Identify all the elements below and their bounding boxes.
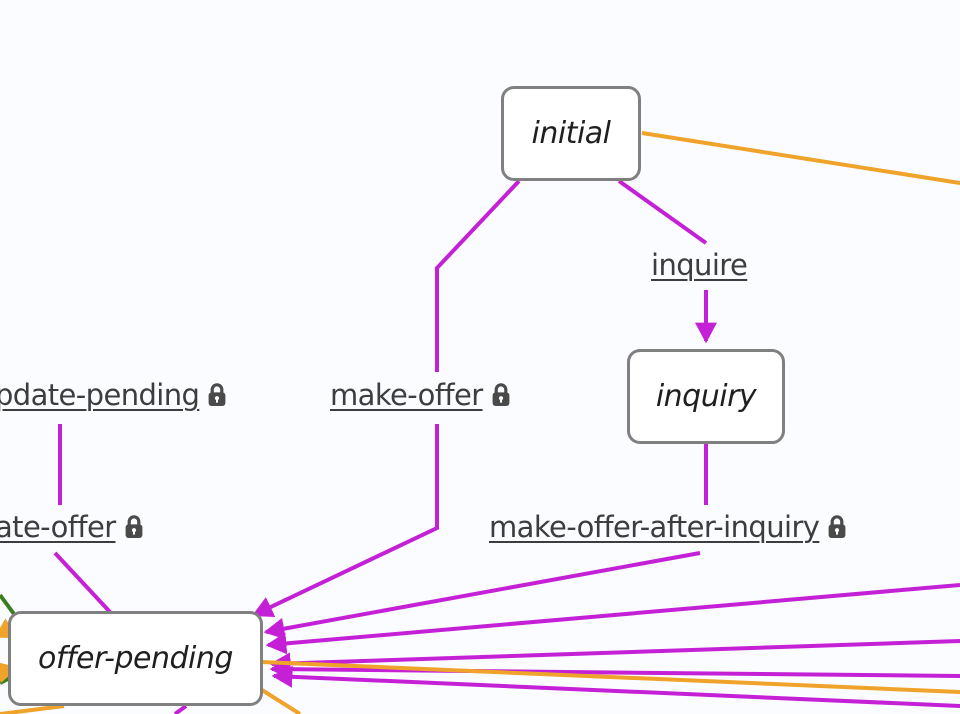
- lock-icon: [206, 382, 228, 408]
- edge-orange-offer-pending-right: [261, 660, 960, 694]
- edge-label-update-offer-text: ate-offer: [0, 510, 116, 544]
- lock-icon: [490, 382, 512, 408]
- edge-label-inquire-text: inquire: [651, 248, 748, 282]
- edge-label-make-offer[interactable]: make-offer: [327, 377, 515, 413]
- edge-orange-offer-pending-bottom: [260, 688, 302, 714]
- edge-label-update-offer[interactable]: ate-offer: [0, 509, 148, 545]
- edge-left-green-top: [0, 593, 16, 616]
- edge-label-make-offer-after-inquiry[interactable]: make-offer-after-inquiry: [486, 509, 852, 545]
- lock-icon: [123, 514, 145, 540]
- node-initial[interactable]: initial: [501, 86, 641, 181]
- edge-incoming-offer-pending-1: [265, 583, 960, 655]
- edge-incoming-offer-pending-2: [269, 639, 960, 675]
- node-initial-label: initial: [531, 116, 612, 151]
- node-offer-pending-label: offer-pending: [38, 641, 233, 676]
- edge-label-make-offer-text: make-offer: [330, 378, 483, 412]
- edge-initial-right-orange: [641, 131, 960, 185]
- edge-update-offer-magenta: [53, 551, 112, 614]
- node-inquiry[interactable]: inquiry: [627, 349, 785, 444]
- edge-bottom-magenta-stub: [173, 704, 188, 714]
- edge-bottom-left-orange: [0, 704, 65, 714]
- edge-label-inquire[interactable]: inquire: [648, 247, 751, 283]
- node-inquiry-label: inquiry: [655, 379, 757, 414]
- edge-incoming-offer-pending-4: [271, 665, 960, 708]
- lock-icon: [826, 514, 848, 540]
- edge-label-make-offer-after-inquiry-text: make-offer-after-inquiry: [489, 510, 820, 544]
- edge-label-update-pending-text: pdate-pending: [0, 378, 200, 412]
- edge-incoming-offer-pending-3: [269, 658, 960, 681]
- edge-label-update-pending[interactable]: pdate-pending: [0, 377, 232, 413]
- node-offer-pending[interactable]: offer-pending: [8, 611, 263, 706]
